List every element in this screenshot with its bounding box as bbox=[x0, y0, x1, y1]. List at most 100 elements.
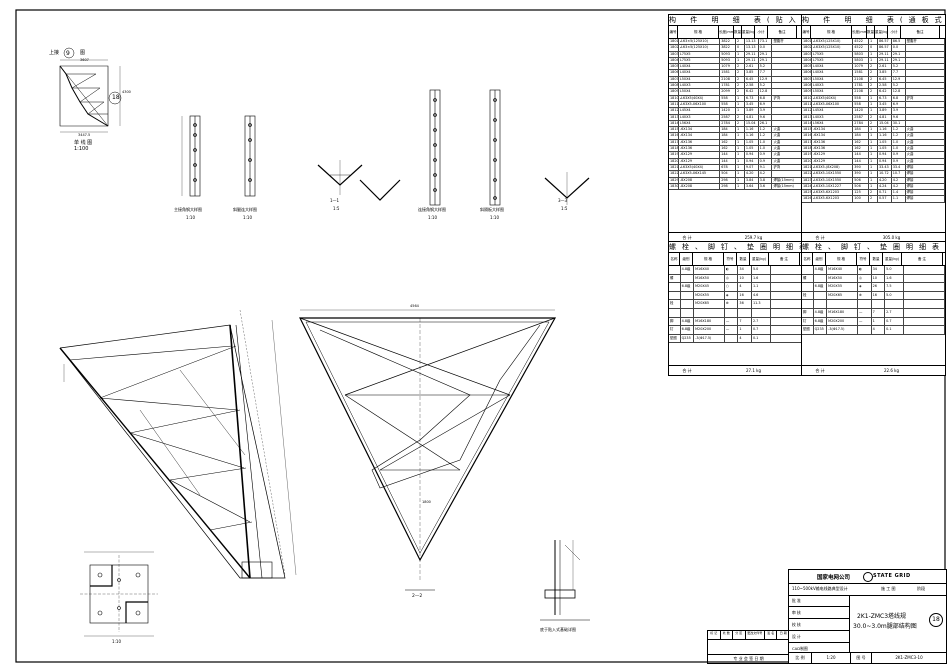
table-cell: 6.45 bbox=[878, 76, 892, 83]
table-cell: 162 bbox=[853, 146, 870, 152]
table-cell: 0.9 bbox=[759, 158, 773, 164]
table-cell: 6.42 bbox=[745, 89, 759, 95]
table-cell bbox=[771, 308, 802, 317]
table-cell: 0 bbox=[869, 45, 878, 51]
table-cell: 6.42 bbox=[878, 89, 892, 95]
table-cell: 100 bbox=[853, 196, 870, 202]
table-cell: Q235 bbox=[681, 334, 695, 343]
table-cell: 6.73 bbox=[745, 95, 759, 101]
table-cell: 10 bbox=[872, 274, 886, 283]
layout-circle-number: 18 bbox=[112, 94, 120, 101]
table-cell: — bbox=[858, 308, 872, 317]
table-cell: ⊗ bbox=[725, 300, 739, 308]
table-cell: ∠63X5-X6X100 bbox=[812, 101, 854, 108]
table-cell: — bbox=[725, 317, 739, 326]
table-cell: 29.1 bbox=[892, 57, 906, 64]
table-cell: 1815 bbox=[803, 127, 812, 133]
table-cell: L56X4 bbox=[679, 120, 721, 127]
table-cell: L40X4 bbox=[679, 64, 721, 70]
table-cell: 焊接 bbox=[906, 177, 945, 183]
table-cell: 1 bbox=[869, 57, 878, 64]
table-cell: 184 bbox=[853, 127, 870, 133]
table-cell: 506 bbox=[853, 183, 870, 190]
table-cell: 298 bbox=[720, 183, 736, 190]
title-block: 国家电网公司 STATE GRID 110~500kV输电线路典型设计 施 工 … bbox=[788, 569, 947, 664]
table-cell: 栓 bbox=[669, 300, 681, 308]
table-cell bbox=[885, 300, 905, 308]
table-cell: 1806 bbox=[803, 70, 812, 76]
table-cell: 1820 bbox=[670, 158, 679, 164]
table-cell: 3.84 bbox=[745, 177, 759, 183]
table-cell: -6X136 bbox=[812, 139, 854, 146]
table-cell: 144 bbox=[853, 158, 870, 164]
table-cell: 12.8 bbox=[759, 89, 773, 95]
table-cell: 2 bbox=[869, 64, 878, 70]
table-cell bbox=[725, 308, 739, 317]
col-header: 级别 bbox=[813, 253, 826, 265]
table-cell: 162 bbox=[720, 146, 736, 152]
table-cell: -6X134 bbox=[812, 127, 854, 133]
table-cell bbox=[771, 334, 802, 343]
col-header: 备 注 bbox=[902, 253, 943, 265]
table-cell: 2 bbox=[736, 64, 745, 70]
table-cell bbox=[802, 300, 814, 308]
table-cell: 火曲 bbox=[772, 152, 802, 158]
table-cell bbox=[771, 274, 802, 283]
table-cell: 10 bbox=[738, 274, 752, 283]
col-header: 符号 bbox=[857, 253, 870, 265]
table-cell: 1 bbox=[736, 133, 745, 139]
table-cell bbox=[772, 89, 802, 95]
table-cell: 焊接 bbox=[906, 183, 945, 190]
col-header: 备 注 bbox=[769, 253, 800, 265]
table-cell: 678 bbox=[720, 164, 736, 171]
table-cell: 3.85 bbox=[878, 70, 892, 76]
table-cell: 2.7 bbox=[885, 308, 905, 317]
title-company-row: 国家电网公司 STATE GRID bbox=[789, 570, 946, 584]
table-cell: ∠63X5(40X4) bbox=[679, 164, 721, 171]
col-header: 规 格 bbox=[678, 26, 719, 38]
table-cell: 4 bbox=[872, 326, 886, 334]
table-cell: 1807 bbox=[803, 76, 812, 83]
total-value: 259.7 kg bbox=[744, 235, 763, 240]
table-cell: 1581 bbox=[853, 70, 870, 76]
table-cell: ◎ bbox=[858, 274, 872, 283]
table-cell: 34 bbox=[738, 266, 752, 274]
bolt-table-right-total: 合 计 22.6 kg bbox=[802, 365, 945, 375]
table-cell: 9.07 bbox=[745, 164, 759, 171]
col-header: 重量(kg) 一件 bbox=[875, 26, 888, 38]
table-cell: ∠63X5-X6X145 bbox=[679, 171, 721, 177]
table-cell: M16X50 bbox=[694, 274, 725, 283]
table-cell: 2.61 bbox=[745, 64, 759, 70]
table-cell: 2.61 bbox=[878, 64, 892, 70]
state-grid-logo-icon bbox=[863, 572, 873, 582]
table-cell bbox=[771, 266, 802, 274]
table-cell: 2 bbox=[869, 83, 878, 89]
col-header: 长度(mm) bbox=[852, 26, 867, 38]
total-value: 27.1 kg bbox=[745, 368, 762, 373]
table-cell: 1819 bbox=[670, 152, 679, 158]
base-plan-scale: 1:10 bbox=[112, 639, 121, 644]
rev-col: 日 期 bbox=[779, 631, 787, 635]
rev-col: 更改文件号 bbox=[746, 631, 765, 639]
table-cell: 螺 bbox=[669, 274, 681, 283]
bolt-table-total: 合 计 27.1 kg bbox=[669, 365, 802, 375]
table-cell: 2108 bbox=[853, 76, 870, 83]
table-cell: 2 bbox=[869, 76, 878, 83]
table-cell: — bbox=[725, 326, 739, 334]
